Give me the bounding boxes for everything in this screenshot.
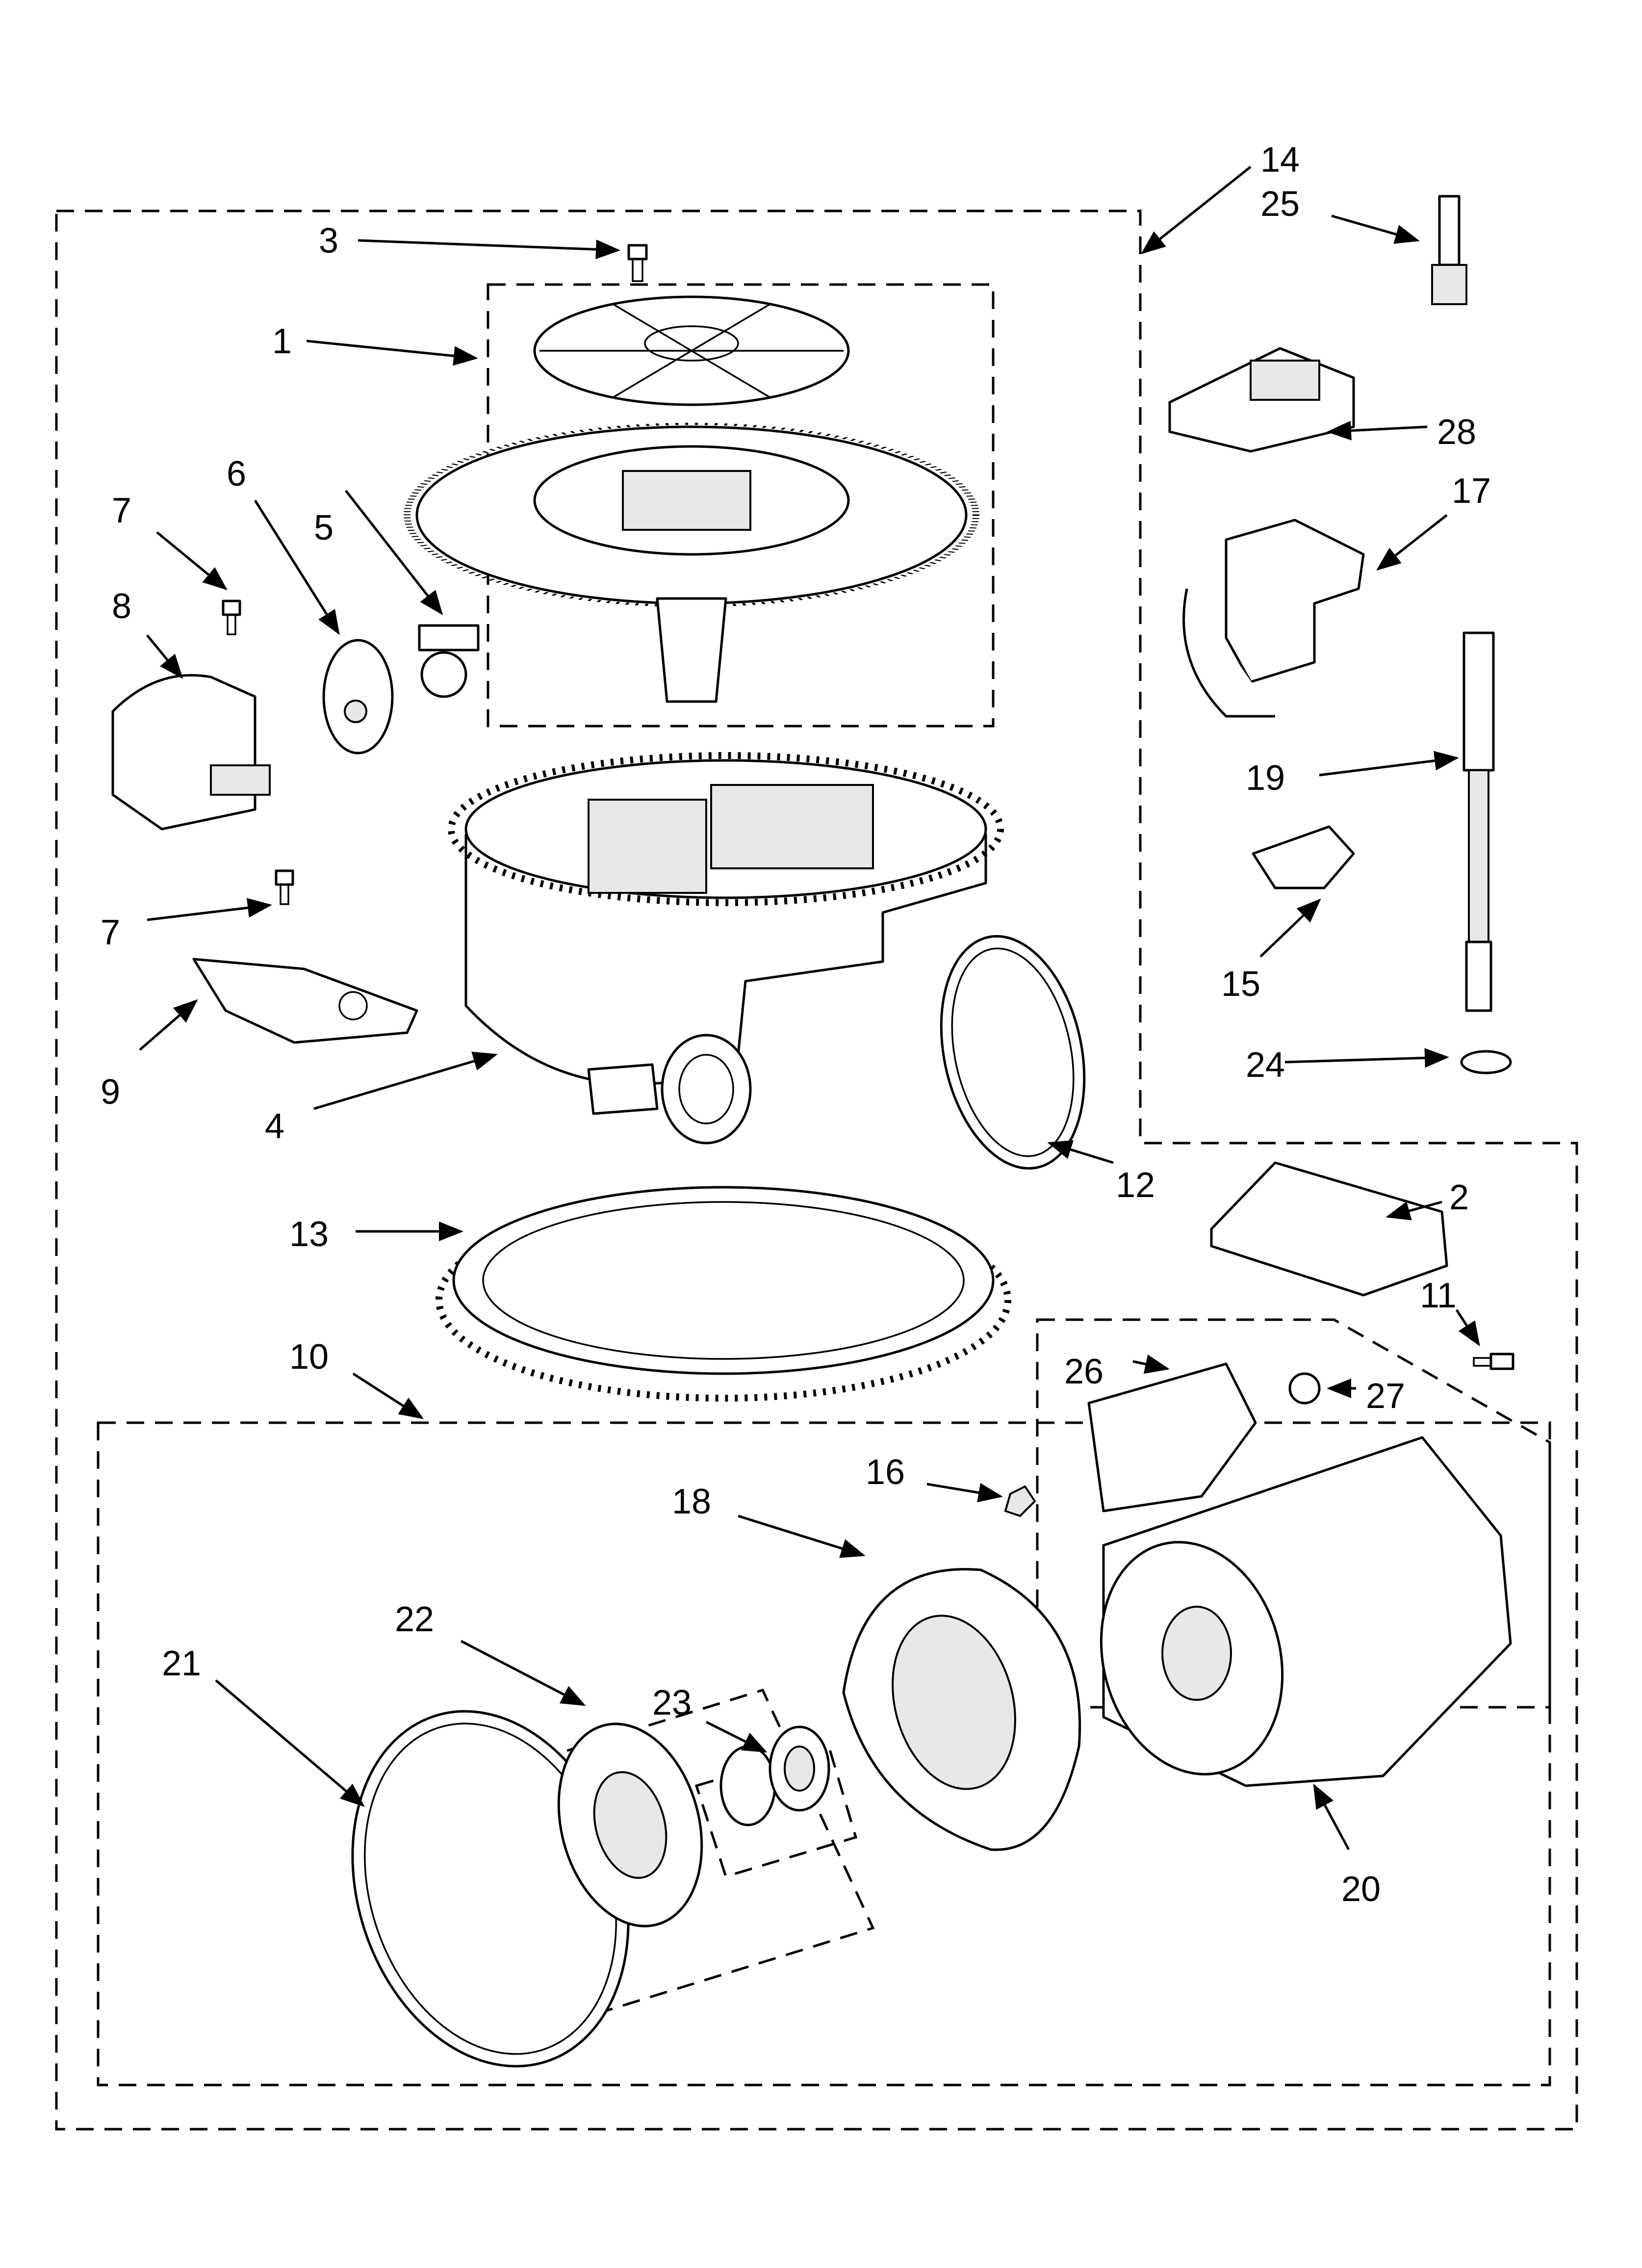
callout-labels: 3 1 6 5 7 8 7 9 4 12 13 10 14 25 28 17 1…	[101, 140, 1491, 1909]
callout-11: 11	[1420, 1276, 1457, 1315]
filter-assembly-illustration	[404, 295, 979, 703]
callout-22: 22	[395, 1600, 434, 1639]
leader-arrows	[139, 166, 1480, 1851]
callout-19: 19	[1246, 758, 1285, 798]
callout-14: 14	[1260, 140, 1300, 180]
gasket-13-illustration	[436, 1186, 1011, 1402]
screws-7-illustration	[222, 600, 294, 905]
small-parts-left-illustration	[111, 624, 480, 1044]
callout-2: 2	[1449, 1178, 1469, 1217]
callout-25: 25	[1260, 184, 1300, 224]
callout-13: 13	[289, 1215, 329, 1254]
outer-assembly-boundary	[55, 209, 1578, 2131]
callout-17: 17	[1452, 471, 1491, 511]
motor-pump-illustration	[351, 1362, 1512, 2068]
callout-27: 27	[1366, 1377, 1405, 1416]
callout-21: 21	[162, 1644, 201, 1683]
ring-12-illustration	[940, 935, 1086, 1170]
callout-7-lower: 7	[101, 913, 120, 952]
callout-12: 12	[1116, 1166, 1155, 1205]
callout-15: 15	[1221, 965, 1260, 1004]
callout-5: 5	[314, 508, 334, 547]
callout-20: 20	[1341, 1870, 1381, 1909]
callout-9: 9	[101, 1072, 120, 1112]
right-column-parts-illustration	[1168, 195, 1512, 1074]
callout-8: 8	[112, 587, 131, 626]
callout-7-upper: 7	[112, 491, 131, 530]
sump-illustration	[448, 752, 1004, 1145]
callout-24: 24	[1246, 1045, 1285, 1085]
shield-2-illustration	[1210, 1161, 1514, 1370]
screw-3-illustration	[627, 244, 648, 282]
spray-arm-group-boundary	[487, 283, 995, 728]
callout-10: 10	[289, 1337, 329, 1377]
callout-3: 3	[319, 221, 338, 261]
callout-4: 4	[265, 1107, 284, 1146]
motor-pump-group-boundary	[97, 1421, 1551, 2086]
callout-28: 28	[1437, 413, 1476, 452]
callout-6: 6	[227, 454, 246, 494]
callout-23: 23	[652, 1683, 692, 1722]
callout-1: 1	[272, 322, 292, 361]
callout-26: 26	[1064, 1352, 1103, 1391]
seal-kit-boundary	[484, 1688, 875, 2016]
callout-16: 16	[866, 1453, 905, 1492]
callout-18: 18	[672, 1482, 711, 1521]
